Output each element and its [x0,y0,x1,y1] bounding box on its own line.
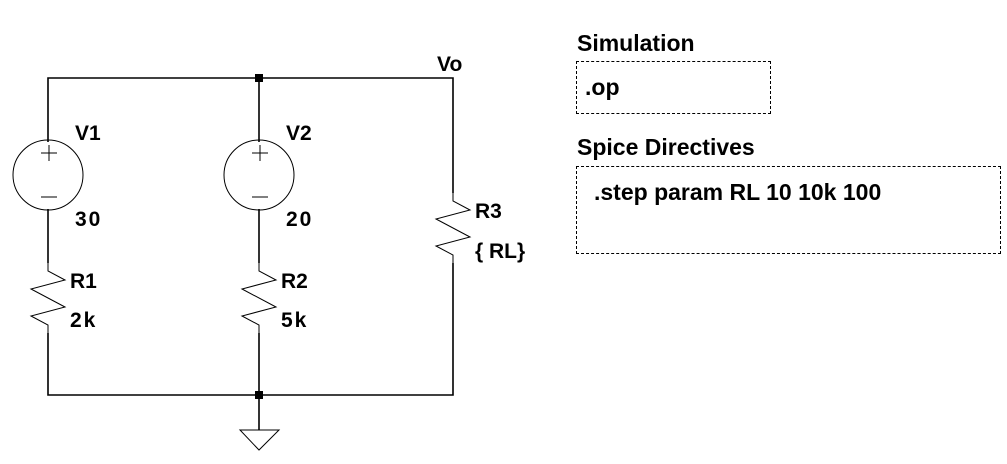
resistor-r2[interactable] [240,263,278,333]
voltage-source-icon [223,139,295,211]
v2-name-label: V2 [286,122,312,145]
v2-value-label: 20 [286,208,313,231]
simulation-command-box[interactable] [576,61,771,114]
wire-top[interactable] [47,77,454,193]
net-label-vo[interactable]: Vo [437,53,462,76]
directives-title: Spice Directives [577,134,755,160]
simulation-command-text: .op [585,74,620,100]
v1-value-label: 30 [75,208,102,231]
r2-value-label: 5k [281,309,308,332]
r3-name-label: R3 [475,200,502,223]
r1-name-label: R1 [70,270,97,293]
resistor-r1[interactable] [29,263,67,333]
ground-icon[interactable] [238,429,281,451]
r3-value-label: { RL} [475,240,525,263]
junction-dot-bottom [255,391,263,399]
voltage-source-v2[interactable] [223,139,295,211]
directives-command-text: .step param RL 10 10k 100 [594,179,882,205]
directives-command-box[interactable] [576,166,1001,254]
resistor-r3[interactable] [434,193,472,263]
voltage-source-v1[interactable] [12,139,84,211]
voltage-source-icon [12,139,84,211]
simulation-title: Simulation [577,30,695,56]
wire-bottom[interactable] [47,263,454,396]
r2-name-label: R2 [281,270,308,293]
v1-name-label: V1 [75,122,101,145]
junction-dot-top [255,74,263,82]
r1-value-label: 2k [70,309,97,332]
